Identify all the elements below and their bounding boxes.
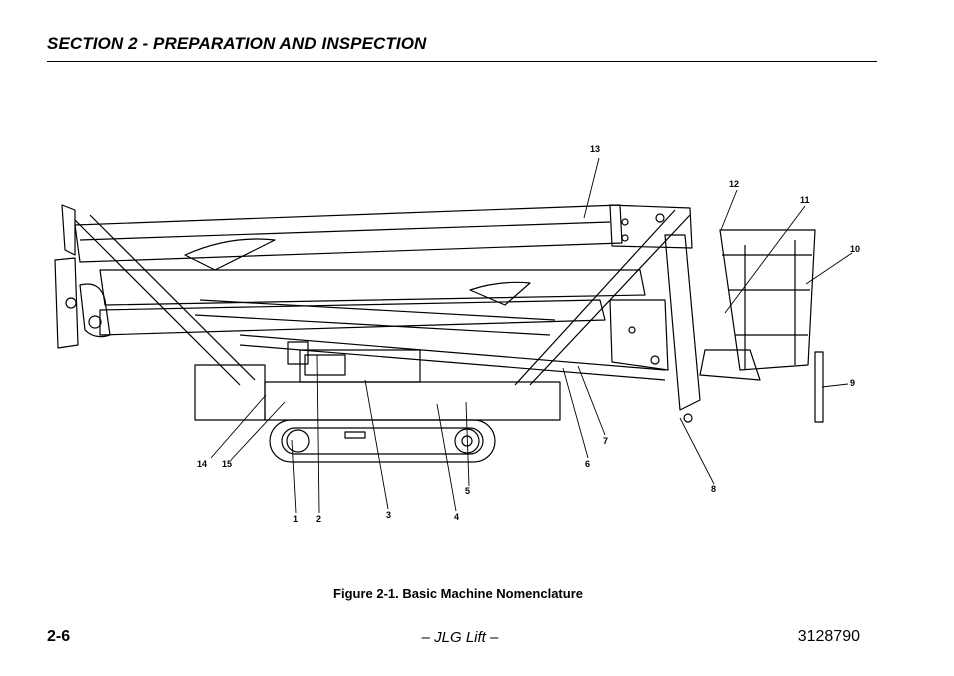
upper-boom — [74, 204, 693, 263]
document-number: 3128790 — [797, 628, 860, 645]
figure-caption: Figure 2-1. Basic Machine Nomenclature — [333, 586, 583, 601]
callout-11: 11 — [800, 195, 810, 205]
platform-basket — [699, 229, 824, 423]
page-number: 2-6 — [47, 628, 71, 645]
callout-2: 2 — [316, 514, 321, 524]
turntable — [194, 341, 561, 421]
callout-3: 3 — [386, 510, 391, 520]
callout-13: 13 — [590, 144, 600, 154]
callout-7: 7 — [603, 436, 608, 446]
callout-12: 12 — [729, 179, 739, 189]
crawler-track — [269, 419, 496, 463]
callout-14: 14 — [197, 459, 207, 469]
callout-leader-lines — [210, 157, 853, 514]
callout-1: 1 — [293, 514, 298, 524]
section-title: SECTION 2 - PREPARATION AND INSPECTION — [47, 34, 427, 53]
callout-5: 5 — [465, 486, 470, 496]
rear-outrigger-housing — [54, 204, 111, 349]
callout-10: 10 — [850, 244, 860, 254]
callout-15: 15 — [222, 459, 232, 469]
callout-9: 9 — [850, 378, 855, 388]
footer-center-container: – JLG Lift – — [0, 629, 954, 646]
callout-6: 6 — [585, 459, 590, 469]
header-rule — [47, 61, 877, 62]
footer-publisher: – JLG Lift – — [421, 629, 499, 646]
boom-linkage — [74, 209, 691, 386]
figure-caption-container: Figure 2-1. Basic Machine Nomenclature — [0, 586, 954, 601]
lower-boom — [99, 269, 666, 381]
jib-arm — [609, 234, 701, 423]
callout-4: 4 — [454, 512, 459, 522]
callout-8: 8 — [711, 484, 716, 494]
